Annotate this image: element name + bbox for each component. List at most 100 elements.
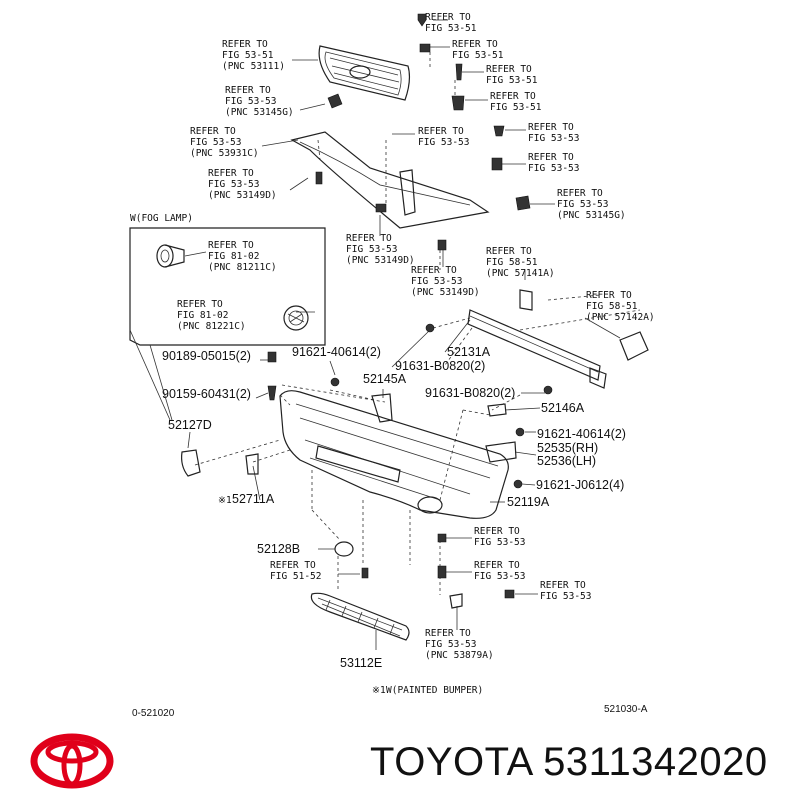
pn-52535: 52535(RH) bbox=[537, 441, 598, 455]
callout-line: FIG 53-51 bbox=[486, 75, 538, 86]
callout-line: REFER TO bbox=[528, 152, 574, 163]
callout-line: FIG 53-53 bbox=[528, 163, 579, 174]
fog-lamp-81211c bbox=[156, 244, 185, 268]
star-mark-2: ※1 bbox=[372, 685, 386, 696]
pn-52711A: 52711A bbox=[232, 492, 275, 506]
callout-line: REFER TO bbox=[474, 526, 520, 537]
lower-grille bbox=[310, 592, 410, 641]
callout-line: REFER TO bbox=[177, 299, 223, 310]
right-clips bbox=[437, 125, 531, 251]
fog-lamp-opening bbox=[417, 496, 443, 514]
inset-leader-a bbox=[129, 329, 171, 421]
callout-line: FIG 53-51 bbox=[490, 102, 542, 113]
callout-line: FIG 53-53 bbox=[208, 179, 259, 190]
callout-line: REFER TO bbox=[208, 168, 254, 179]
callout-line: REFER TO bbox=[528, 122, 574, 133]
lower-parts bbox=[334, 533, 515, 609]
callout-line: (PNC 53931C) bbox=[190, 148, 259, 159]
pn-52145A: 52145A bbox=[363, 372, 407, 386]
painted-bumper-note: W(PAINTED BUMPER) bbox=[386, 685, 483, 696]
pn-52127D: 52127D bbox=[168, 418, 212, 432]
pn-52131A: 52131A bbox=[447, 345, 491, 359]
pn-52146A: 52146A bbox=[541, 401, 585, 415]
callout-line: (PNC 53145G) bbox=[225, 107, 294, 118]
pn-91631-a: 91631-B0820(2) bbox=[395, 359, 485, 373]
callout-line: REFER TO bbox=[418, 126, 464, 137]
callout-line: FIG 81-02 bbox=[208, 251, 259, 262]
callout-line: REFER TO bbox=[222, 39, 268, 50]
callout-line: REFER TO bbox=[486, 64, 532, 75]
callout-line: REFER TO bbox=[346, 233, 392, 244]
callout-line: FIG 58-51 bbox=[486, 257, 538, 268]
part-52711a bbox=[245, 453, 259, 475]
callout-line: (PNC 53149D) bbox=[411, 287, 480, 298]
fog-lamp-81221c bbox=[283, 305, 309, 331]
callout-line: REFER TO bbox=[540, 580, 586, 591]
part-52127d bbox=[181, 449, 201, 477]
pn-91621-J0612: 91621-J0612(4) bbox=[536, 478, 624, 492]
callout-line: REFER TO bbox=[270, 560, 316, 571]
callout-line: (PNC 81211C) bbox=[208, 262, 277, 273]
callout-line: (PNC 53879A) bbox=[425, 650, 494, 661]
callout-line: REFER TO bbox=[452, 39, 498, 50]
callout-line: FIG 53-53 bbox=[540, 591, 591, 602]
callout-line: (PNC 57141A) bbox=[486, 268, 555, 279]
callout-line: FIG 58-51 bbox=[586, 301, 638, 312]
callout-line: FIG 53-53 bbox=[557, 199, 608, 210]
pn-52128B: 52128B bbox=[257, 542, 300, 556]
callout-line: (PNC 53111) bbox=[222, 61, 285, 72]
grille-emblem bbox=[349, 65, 371, 79]
fasteners-mid bbox=[267, 323, 553, 489]
brand-part-number: TOYOTA 5311342020 bbox=[370, 740, 768, 784]
upper-retainer bbox=[290, 131, 490, 229]
callout-line: FIG 53-51 bbox=[452, 50, 504, 61]
footer-left-code: 0-521020 bbox=[132, 708, 175, 719]
callout-line: REFER TO bbox=[425, 12, 471, 23]
callout-line: (PNC 81221C) bbox=[177, 321, 246, 332]
callout-line: FIG 53-53 bbox=[418, 137, 469, 148]
pn-91621-40614-a: 91621-40614(2) bbox=[292, 345, 381, 359]
callout-line: REFER TO bbox=[411, 265, 457, 276]
callout-line: FIG 53-53 bbox=[425, 639, 476, 650]
callout-line: (PNC 53145G) bbox=[557, 210, 626, 221]
fog-lamp-inset-box bbox=[129, 227, 326, 346]
bracket-52146a bbox=[487, 403, 507, 417]
pn-52536: 52536(LH) bbox=[537, 454, 596, 468]
bracket-57141a bbox=[519, 289, 533, 311]
side-parts-left bbox=[181, 449, 259, 477]
callout-line: (PNC 57142A) bbox=[586, 312, 655, 323]
footer-right-code: 521030-A bbox=[604, 704, 648, 715]
callout-line: (PNC 53149D) bbox=[208, 190, 277, 201]
callout-line: FIG 53-53 bbox=[225, 96, 276, 107]
fog-lamp-label: W(FOG LAMP) bbox=[130, 213, 193, 224]
callout-line: REFER TO bbox=[190, 126, 236, 137]
callout-line: FIG 53-53 bbox=[346, 244, 397, 255]
pn-90159: 90159-60431(2) bbox=[162, 387, 251, 401]
pn-53112E: 53112E bbox=[340, 656, 382, 670]
inset-leader-b bbox=[149, 344, 173, 421]
callout-line: REFER TO bbox=[425, 628, 471, 639]
callout-line: FIG 53-53 bbox=[190, 137, 241, 148]
callout-line: (PNC 53149D) bbox=[346, 255, 415, 266]
callout-line: FIG 51-52 bbox=[270, 571, 321, 582]
callout-line: REFER TO bbox=[474, 560, 520, 571]
bumper-reinforcement bbox=[467, 289, 649, 389]
